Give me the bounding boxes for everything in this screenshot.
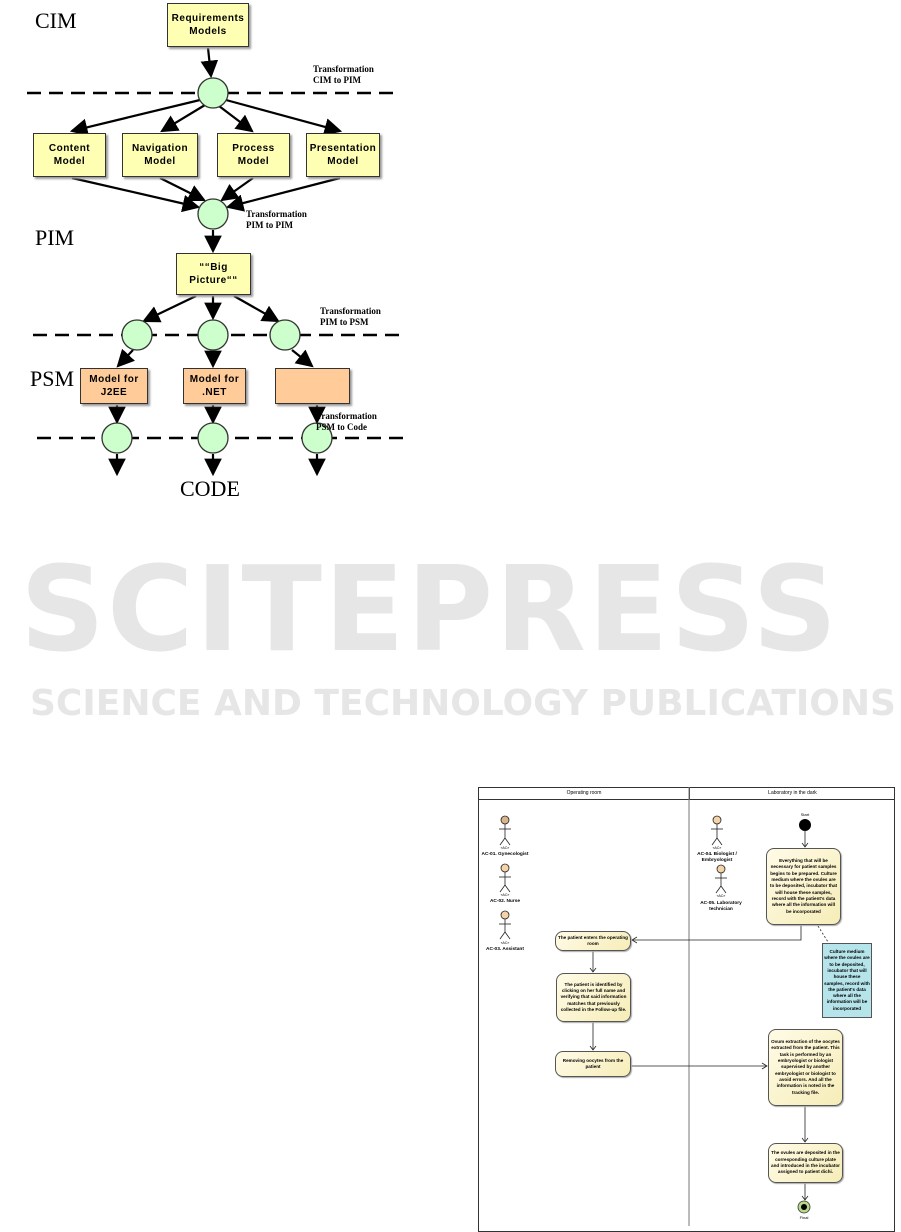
- actor-figure: [499, 863, 511, 893]
- action-prepare-samples: Everything that will be necessary for pa…: [766, 848, 841, 925]
- actor-stereotype: «AC»: [500, 941, 510, 945]
- lane-laboratory: Laboratory in the dark: [690, 788, 895, 800]
- watermark-subtitle: SCIENCE AND TECHNOLOGY PUBLICATIONS: [30, 683, 896, 724]
- actor-ac03: AC-03. Assistant: [486, 947, 524, 952]
- actor-figure: [499, 910, 511, 940]
- actor-ac05: AC-05. Laboratory technician: [700, 901, 742, 912]
- note-culture-medium: Culture medium where the ovules are to b…: [822, 943, 872, 1018]
- level-cim: CIM: [35, 8, 77, 33]
- transformation-nodes: [101, 77, 333, 454]
- actor-figure: [711, 815, 723, 846]
- level-code: CODE: [180, 476, 240, 501]
- content-model-box: Content Model: [33, 133, 106, 177]
- action-patient-enters: The patient enters the operating room: [555, 931, 631, 951]
- level-pim: PIM: [35, 225, 75, 250]
- action-identify-patient: The patient is identified by clicking on…: [556, 973, 631, 1022]
- actor-stereotype: «AC»: [500, 893, 510, 897]
- requirements-models-box: Requirements Models: [167, 3, 249, 47]
- actor-stereotype: «AC»: [716, 894, 726, 898]
- actor-ac01: AC-01. Gynecologist: [481, 852, 529, 857]
- actor-stereotype: «AC»: [712, 846, 722, 850]
- j2ee-model-box: Model for J2EE: [80, 368, 148, 404]
- actor-ac02: AC-02. Nurse: [489, 899, 521, 904]
- actor-stereotype: «AC»: [500, 846, 510, 850]
- navigation-model-box: Navigation Model: [122, 133, 198, 177]
- mda-connectors: [27, 47, 406, 477]
- dotnet-model-box: Model for .NET: [183, 368, 246, 404]
- actor-figure: [715, 864, 727, 894]
- final-label: Final: [799, 1215, 809, 1220]
- level-psm: PSM: [30, 366, 75, 391]
- actor-figure: [499, 815, 511, 846]
- process-model-box: Process Model: [217, 133, 290, 177]
- start-label: Start: [800, 812, 810, 817]
- other-platform-model-box: [275, 368, 350, 404]
- action-deposit-ovules: The ovules are deposited in the correspo…: [768, 1143, 843, 1183]
- action-ovum-extraction: Ovum extraction of the oocytes extracted…: [768, 1029, 843, 1106]
- start-node: [799, 819, 811, 831]
- big-picture-box: ““Big Picture““: [176, 253, 251, 295]
- action-remove-oocytes: Removing oocytes from the patient: [555, 1051, 631, 1077]
- actor-ac04: AC-04. Biologist / Embryologist: [697, 852, 737, 863]
- watermark-title: SCITEPRESS: [20, 540, 840, 678]
- presentation-model-box: Presentation Model: [306, 133, 380, 177]
